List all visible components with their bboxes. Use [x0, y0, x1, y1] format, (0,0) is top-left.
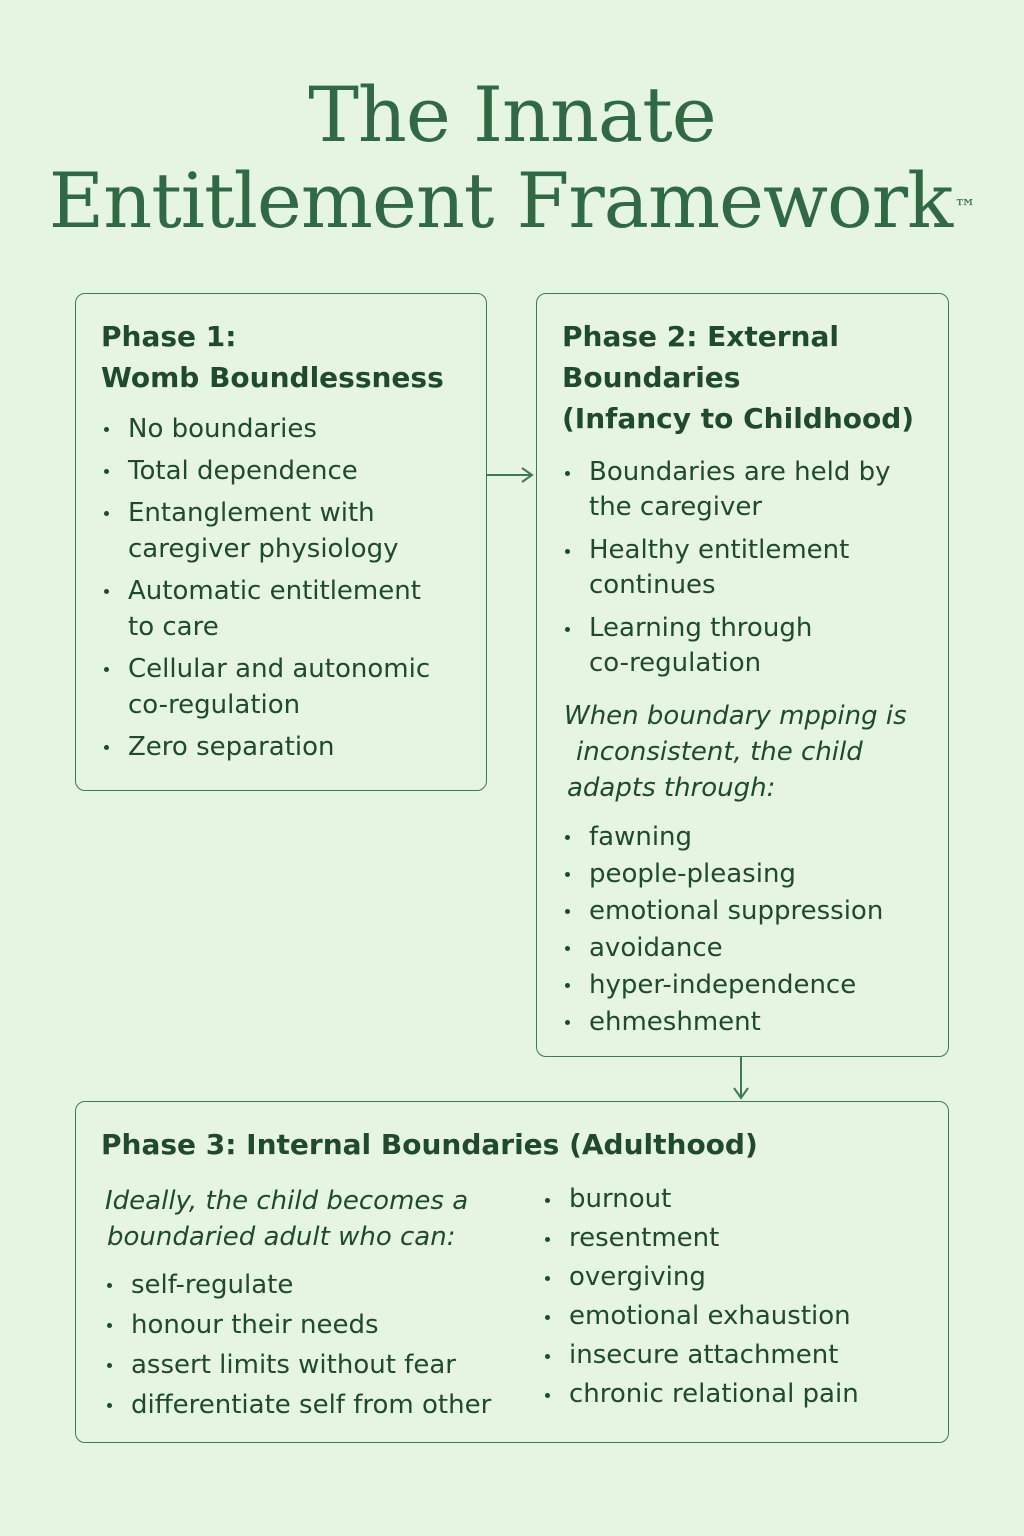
- title-line-1: The Innate: [308, 70, 717, 159]
- phase-2-note-line-3: adapts through:: [567, 773, 776, 803]
- list-item-text: emotional exhaustion: [569, 1301, 851, 1331]
- list-item-text: caregiver physiology: [128, 534, 399, 564]
- list-item: emotional exhaustion: [542, 1297, 932, 1336]
- list-item: Boundaries are held by the caregiver: [562, 455, 947, 525]
- list-item: people-pleasing: [562, 856, 947, 892]
- phase-1-box: Phase 1: Womb Boundlessness No boundarie…: [75, 293, 487, 791]
- phase-1-title: Phase 1: Womb Boundlessness: [101, 316, 444, 398]
- list-item-text: differentiate self from other: [131, 1390, 492, 1420]
- phase-1-title-line-2: Womb Boundlessness: [101, 361, 444, 394]
- list-item-text: Learning through: [589, 613, 813, 643]
- list-item: assert limits without fear: [104, 1345, 544, 1385]
- list-item: Total dependence: [101, 453, 481, 489]
- list-item-text: honour their needs: [131, 1310, 379, 1340]
- list-item-text: ehmeshment: [589, 1007, 761, 1037]
- list-item: Zero separation: [101, 729, 481, 765]
- list-item-text: burnout: [569, 1184, 672, 1214]
- phase-2-title: Phase 2: External Boundaries (Infancy to…: [562, 316, 914, 439]
- list-item: insecure attachment: [542, 1336, 932, 1375]
- phase-3-title: Phase 3: Internal Boundaries (Adulthood): [101, 1128, 758, 1161]
- phase-2-note: When boundary mpping is inconsistent, th…: [564, 698, 907, 806]
- list-item-text: Boundaries are held by: [589, 457, 891, 487]
- list-item-text: co-regulation: [128, 690, 301, 720]
- list-item-text: to care: [128, 612, 219, 642]
- list-item-text: Total dependence: [128, 456, 358, 486]
- phase-2-adaptations-list: fawning people-pleasing emotional suppress…: [562, 819, 947, 1041]
- list-item-text: fawning: [589, 822, 693, 852]
- phase-2-box: Phase 2: External Boundaries (Infancy to…: [536, 293, 949, 1057]
- list-item: resentment: [542, 1219, 932, 1258]
- list-item: honour their needs: [104, 1305, 544, 1345]
- list-item: burnout: [542, 1180, 932, 1219]
- phase-3-note-line-2: boundaried adult who can:: [107, 1222, 456, 1252]
- phase-3-note: Ideally, the child becomes a boundaried …: [105, 1183, 468, 1255]
- arrow-right-icon: [487, 467, 534, 483]
- phase-1-title-line-1: Phase 1:: [101, 320, 237, 353]
- list-item: hyper-independence: [562, 967, 947, 1003]
- list-item-text: hyper-independence: [589, 970, 857, 1000]
- list-item: No boundaries: [101, 411, 481, 447]
- phase-2-note-line-2: inconsistent, the child: [576, 737, 863, 767]
- list-item-text: No boundaries: [128, 414, 317, 444]
- list-item: emotional suppression: [562, 893, 947, 929]
- list-item-text: Entanglement with: [128, 498, 375, 528]
- list-item-text: overgiving: [569, 1262, 706, 1292]
- phase-3-outcomes-list: burnout resentment overgiving emotional exh…: [542, 1180, 932, 1414]
- phase-3-abilities-list: self-regulate honour their needs assert li…: [104, 1265, 544, 1425]
- list-item-text: resentment: [569, 1223, 720, 1253]
- list-item: Entanglement with caregiver physiology: [101, 495, 481, 567]
- list-item: Learning through co-regulation: [562, 611, 947, 681]
- list-item: ehmeshment: [562, 1004, 947, 1040]
- framework-title: The Innate Entitlement Framework™: [0, 72, 1024, 244]
- list-item-text: co-regulation: [589, 648, 762, 678]
- list-item-text: avoidance: [589, 933, 723, 963]
- title-line-2-text: Entitlement Framework: [48, 156, 953, 245]
- phase-2-title-line-1: Phase 2: External: [562, 320, 839, 353]
- list-item: overgiving: [542, 1258, 932, 1297]
- title-line-2: Entitlement Framework™: [0, 158, 1024, 244]
- list-item-text: self-regulate: [131, 1270, 294, 1300]
- list-item: fawning: [562, 819, 947, 855]
- list-item: Automatic entitlement to care: [101, 573, 481, 645]
- list-item: Cellular and autonomic co-regulation: [101, 651, 481, 723]
- list-item-text: Cellular and autonomic: [128, 654, 431, 684]
- list-item: differentiate self from other: [104, 1385, 544, 1425]
- list-item-text: emotional suppression: [589, 896, 884, 926]
- phase-3-box: Phase 3: Internal Boundaries (Adulthood)…: [75, 1101, 949, 1443]
- list-item-text: Zero separation: [128, 732, 335, 762]
- list-item-text: Healthy entitlement: [589, 535, 850, 565]
- list-item: self-regulate: [104, 1265, 544, 1305]
- list-item-text: the caregiver: [589, 492, 763, 522]
- list-item: avoidance: [562, 930, 947, 966]
- list-item-text: people-pleasing: [589, 859, 796, 889]
- list-item: chronic relational pain: [542, 1375, 932, 1414]
- phase-2-note-line-1: When boundary mpping is: [564, 701, 907, 731]
- list-item-text: assert limits without fear: [131, 1350, 456, 1380]
- list-item-text: chronic relational pain: [569, 1379, 859, 1409]
- trademark-mark: ™: [954, 196, 976, 221]
- list-item-text: continues: [589, 570, 716, 600]
- phase-2-title-line-2: Boundaries: [562, 361, 741, 394]
- list-item-text: insecure attachment: [569, 1340, 839, 1370]
- arrow-down-icon: [733, 1057, 749, 1100]
- phase-3-note-line-1: Ideally, the child becomes a: [105, 1186, 469, 1216]
- phase-2-title-line-3: (Infancy to Childhood): [562, 402, 915, 435]
- list-item-text: Automatic entitlement: [128, 576, 421, 606]
- list-item: Healthy entitlement continues: [562, 533, 947, 603]
